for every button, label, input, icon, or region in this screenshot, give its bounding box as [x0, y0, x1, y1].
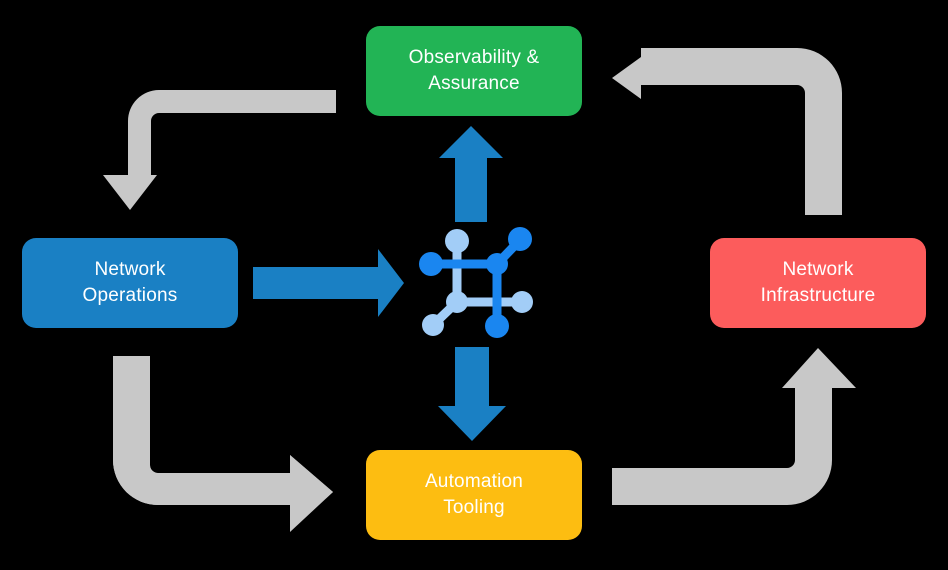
- node-label: Automation Tooling: [424, 471, 524, 518]
- connector-center-to-observability: [439, 126, 503, 222]
- network-topology-icon: [418, 222, 538, 342]
- connector-ops-to-automation-body: [113, 356, 333, 530]
- node-label: Network Operations: [82, 259, 178, 306]
- connector-infrastructure-to-top: [612, 48, 842, 215]
- node-network-infrastructure[interactable]: Network Infrastructure: [710, 238, 926, 328]
- node-network-operations[interactable]: Network Operations: [22, 238, 238, 328]
- connector-center-to-automation: [438, 347, 506, 441]
- node-automation-tooling[interactable]: Automation Tooling: [366, 450, 582, 540]
- topology-nodes-secondary: [422, 229, 533, 336]
- node-label: Network Infrastructure: [760, 259, 876, 306]
- topology-nodes-primary: [419, 227, 532, 338]
- node-observability-assurance[interactable]: Observability & Assurance: [366, 26, 582, 116]
- connector-ops-to-center: [253, 249, 404, 317]
- node-label: Observability & Assurance: [408, 47, 540, 94]
- connector-automation-to-infrastructure: [612, 348, 856, 505]
- connector-top-to-ops: [103, 59, 336, 210]
